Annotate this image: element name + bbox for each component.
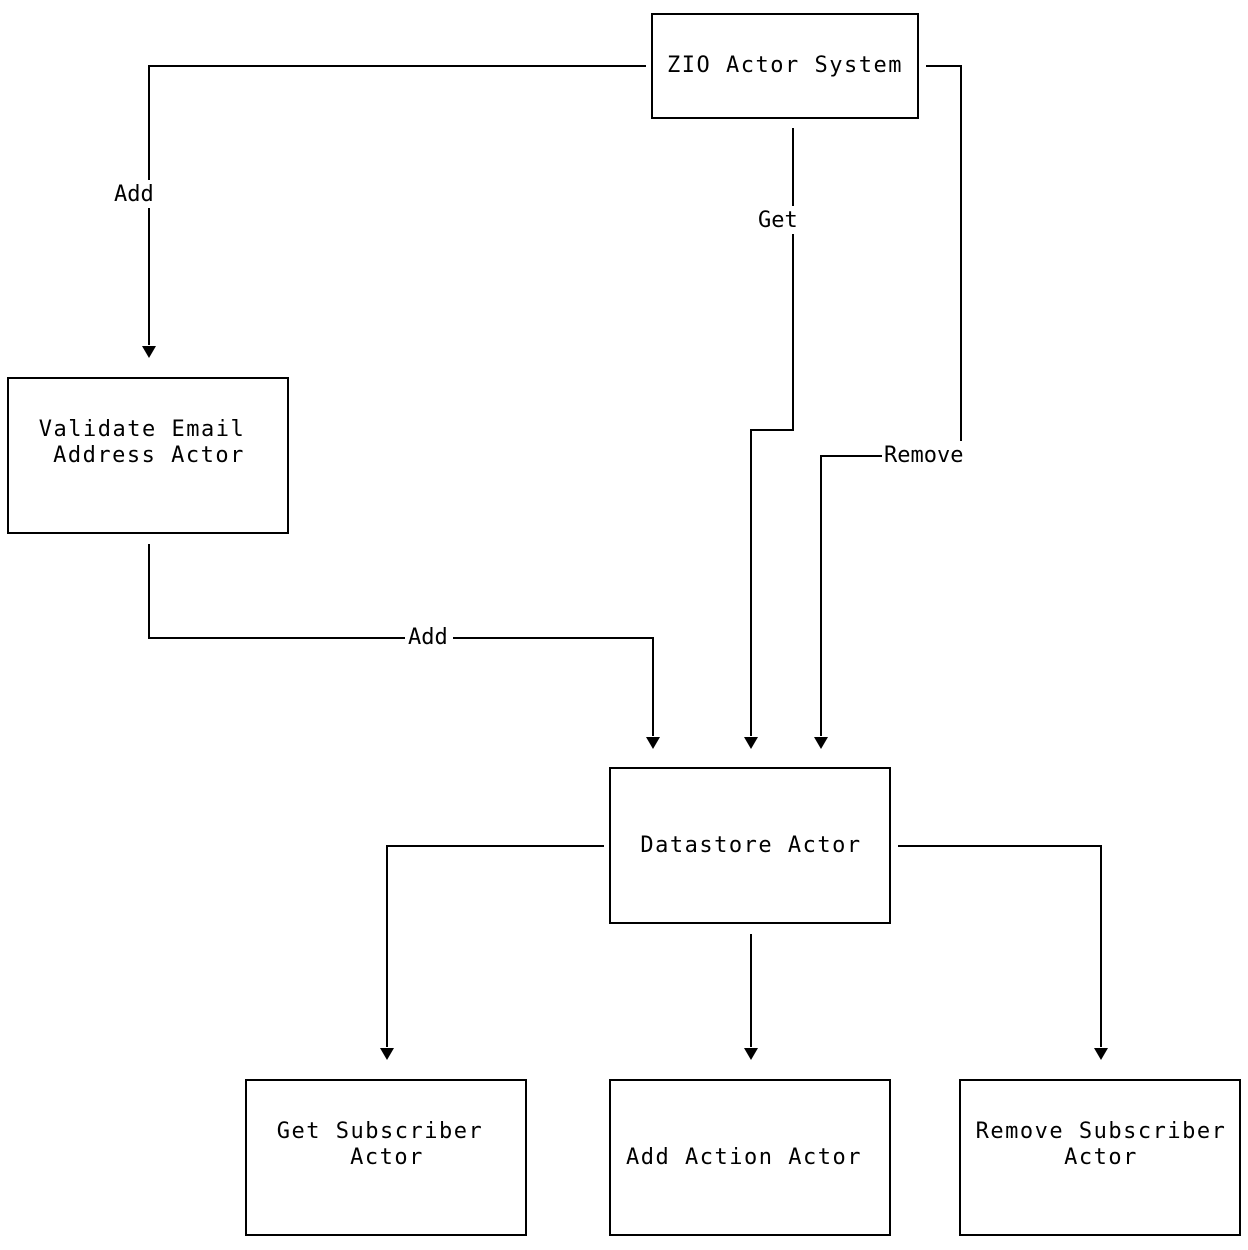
edge-system-to-validate-arrowhead: [142, 346, 156, 358]
edge-system-to-datastore-get-line: [750, 128, 794, 736]
node-zio-actor-system: ZIO Actor System: [651, 13, 919, 119]
edge-label-system-to-datastore-remove: Remove: [884, 443, 963, 468]
edge-datastore-to-remove-subscriber-line: [898, 845, 1102, 1047]
node-zio-actor-system-label: ZIO Actor System: [667, 53, 903, 78]
node-add-action-label: Add Action Actor: [626, 1145, 862, 1170]
edge-datastore-to-get-subscriber-line: [386, 845, 604, 1047]
node-remove-subscriber-label-line-1: Remove Subscriber: [976, 1119, 1227, 1144]
edge-system-to-datastore-remove-arrowhead: [814, 737, 828, 749]
node-validate-email-address-actor: Validate Email Address Actor: [7, 377, 289, 534]
edge-datastore-to-remove-subscriber-arrowhead: [1094, 1048, 1108, 1060]
edge-datastore-to-get-subscriber-arrowhead: [380, 1048, 394, 1060]
edge-datastore-to-add-action-arrowhead: [744, 1048, 758, 1060]
edge-validate-to-datastore-arrowhead: [646, 737, 660, 749]
edge-validate-to-datastore-line: [148, 544, 654, 736]
node-datastore-actor-label: Datastore Actor: [640, 833, 861, 858]
node-validate-email-label-line-2: Address Actor: [53, 443, 245, 468]
node-datastore-actor: Datastore Actor: [609, 767, 891, 924]
node-add-action-actor: Add Action Actor: [609, 1079, 891, 1236]
node-remove-subscriber-actor: Remove Subscriber Actor: [959, 1079, 1241, 1236]
node-get-subscriber-label-line-1: Get Subscriber: [277, 1119, 483, 1144]
node-remove-subscriber-label-line-2: Actor: [1064, 1145, 1138, 1170]
edge-label-system-to-datastore-get: Get: [758, 208, 798, 233]
node-validate-email-label-line-1: Validate Email: [39, 417, 245, 442]
edge-label-system-to-validate: Add: [114, 182, 154, 207]
node-get-subscriber-actor: Get Subscriber Actor: [245, 1079, 527, 1236]
edge-system-to-datastore-get-arrowhead: [744, 737, 758, 749]
edge-system-to-datastore-remove-line: [820, 65, 962, 736]
edge-label-validate-to-datastore: Add: [408, 625, 448, 650]
node-get-subscriber-label-line-2: Actor: [350, 1145, 424, 1170]
edge-system-to-validate-line: [148, 65, 646, 345]
